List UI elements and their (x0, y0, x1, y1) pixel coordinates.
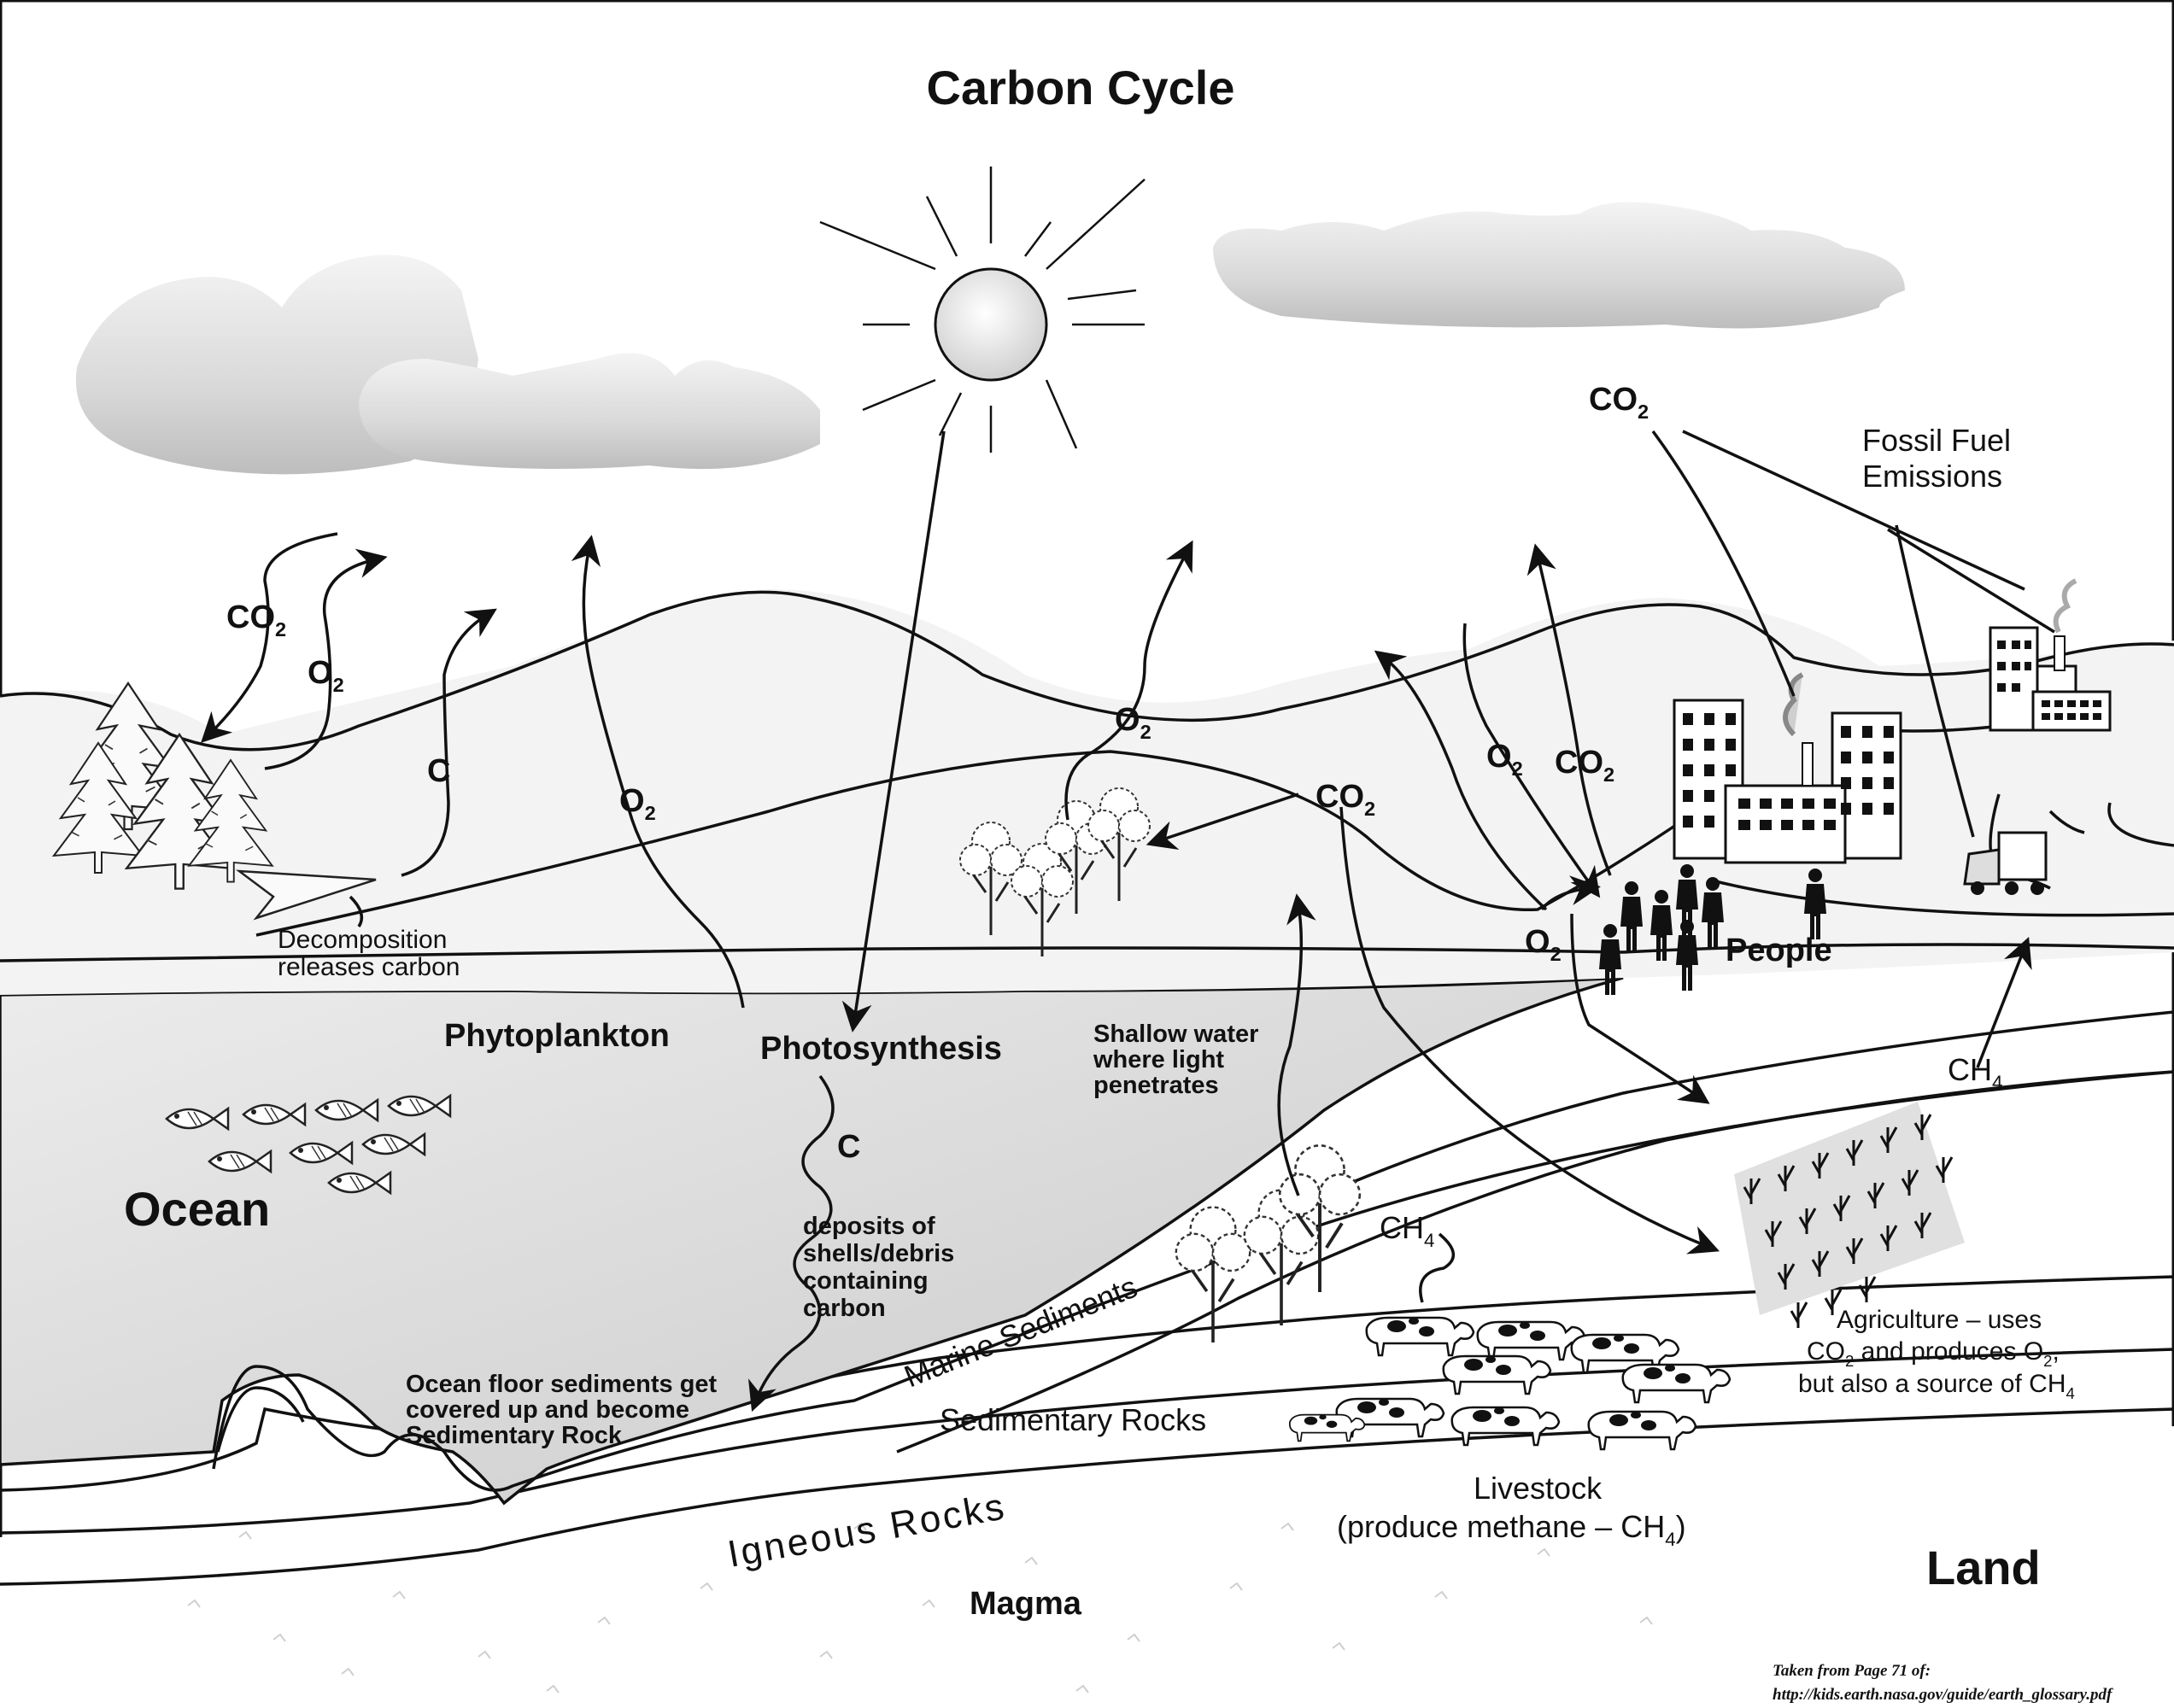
label-deposits-3: containing (803, 1267, 929, 1295)
label-o2-left: O2 (308, 655, 344, 696)
truck (1963, 831, 2048, 895)
label-shallow-3: penetrates (1093, 1072, 1219, 1099)
label-livestock-2: (produce methane – CH4) (1337, 1509, 1686, 1550)
diagram-title: Carbon Cycle (927, 61, 1235, 114)
label-ch4-livestock: CH4 (1380, 1210, 1434, 1251)
label-agri-1: Agriculture – uses (1837, 1306, 2042, 1334)
label-co2-trees: CO2 (1316, 779, 1375, 820)
label-c-left: C (427, 753, 450, 789)
label-shallow-1: Shallow water (1093, 1021, 1258, 1048)
label-o2-mid-left: O2 (619, 783, 656, 824)
label-o2-people-lower: O2 (1525, 924, 1562, 965)
label-deposits-1: deposits of (803, 1213, 935, 1240)
flow-arrows (201, 430, 2055, 1413)
label-agri-2: CO2 and produces O2, (1807, 1337, 2060, 1370)
labels: Carbon Cycle CO2 O2 C O2 Decomposition r… (124, 61, 2113, 1704)
label-fossil-1: Fossil Fuel (1862, 423, 2011, 458)
label-ocean: Ocean (124, 1182, 270, 1236)
rock-layers (0, 1275, 2174, 1708)
cloud-right (1213, 202, 1905, 329)
label-o2-trees: O2 (1115, 702, 1151, 743)
label-land: Land (1926, 1541, 2041, 1594)
label-livestock-1: Livestock (1474, 1471, 1603, 1506)
label-co2-factory: CO2 (1589, 382, 1649, 423)
label-phytoplankton: Phytoplankton (444, 1018, 670, 1054)
source-note-2: http://kids.earth.nasa.gov/guide/earth_g… (1773, 1686, 2113, 1704)
label-decomposition-2: releases carbon (278, 953, 460, 981)
label-shallow-2: where light (1093, 1046, 1224, 1073)
source-note-1: Taken from Page 71 of: (1773, 1662, 1931, 1680)
label-ocean-floor-3: Sedimentary Rock (406, 1422, 623, 1449)
factory (1989, 578, 2112, 732)
label-ocean-floor-2: covered up and become (406, 1396, 689, 1424)
label-o2-people-upper: O2 (1486, 739, 1523, 780)
label-people: People (1726, 933, 1832, 968)
label-co2-left: CO2 (226, 600, 286, 640)
label-fossil-2: Emissions (1862, 459, 2002, 494)
agriculture-field (1734, 1102, 1965, 1330)
forest-left (52, 681, 377, 921)
label-ocean-floor-1: Ocean floor sediments get (406, 1371, 718, 1398)
label-deposits-4: carbon (803, 1295, 886, 1322)
label-c-ocean: C (837, 1129, 860, 1165)
cloud-left (75, 254, 820, 475)
label-photosynthesis: Photosynthesis (760, 1031, 1002, 1067)
label-sedimentary-rocks: Sedimentary Rocks (940, 1402, 1206, 1437)
label-agri-3: but also a source of CH4 (1798, 1370, 2075, 1402)
label-deposits-2: shells/debris (803, 1240, 954, 1267)
sun (819, 167, 1146, 453)
label-ch4-agri: CH4 (1948, 1052, 2002, 1093)
label-decomposition-1: Decomposition (278, 926, 447, 954)
city-buildings (1673, 672, 1902, 864)
label-co2-people-upper: CO2 (1555, 745, 1614, 786)
label-magma: Magma (970, 1586, 1082, 1622)
